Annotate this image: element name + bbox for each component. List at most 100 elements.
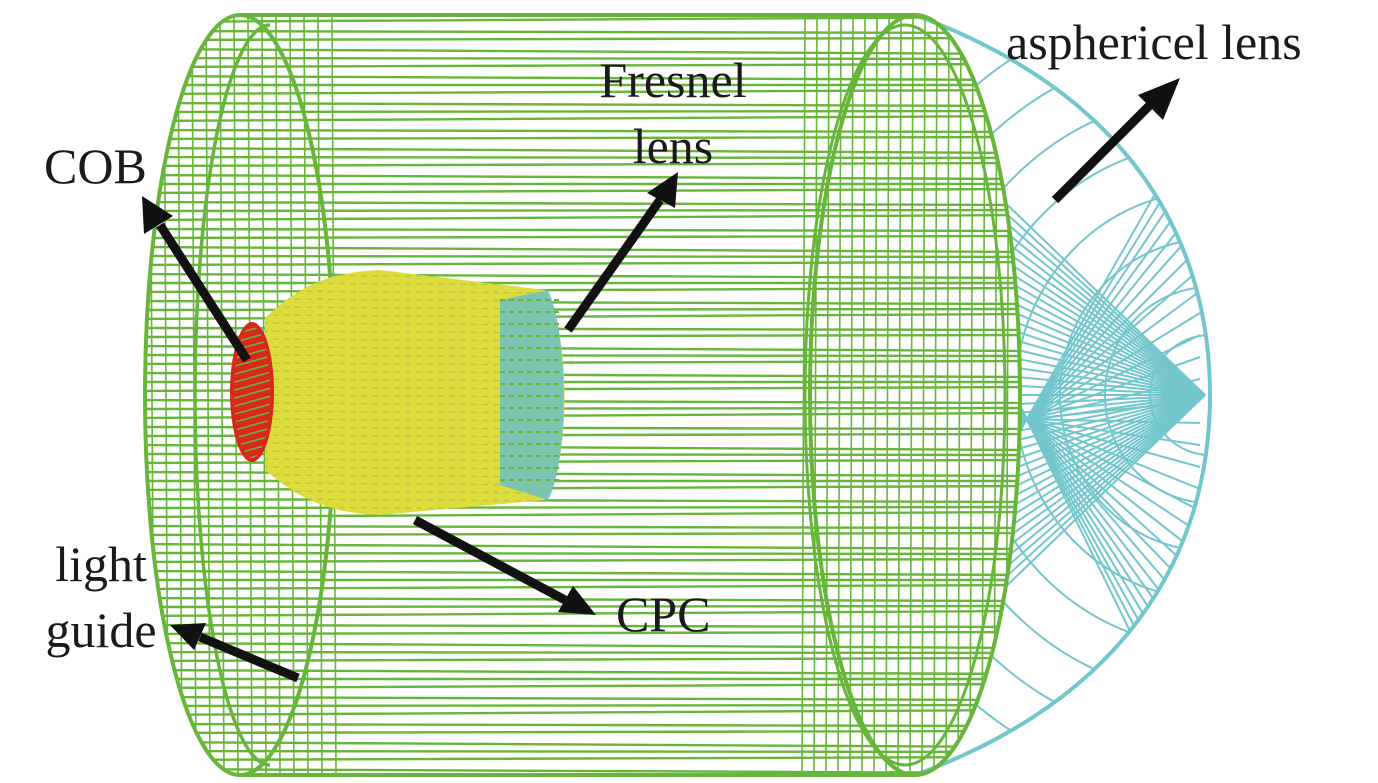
light-guide-rib	[873, 15, 878, 775]
cob-hatch-line	[234, 377, 270, 393]
light-guide-label-line2: guide	[45, 602, 157, 658]
light-guide-line	[145, 729, 1020, 735]
cob-label: COB	[44, 138, 147, 194]
light-guide-line	[145, 101, 1020, 108]
light-guide-line	[145, 128, 1020, 134]
cpc-mesh-line	[265, 338, 561, 342]
fresnel-lens	[500, 290, 564, 500]
cpc-mesh-line	[265, 498, 561, 502]
light-guide-line	[145, 114, 1020, 123]
light-guide-line	[145, 173, 1020, 181]
light-guide-rib	[957, 15, 962, 775]
light-guide-line	[145, 703, 1020, 708]
light-guide-rib	[897, 15, 902, 775]
light-guide-rib	[945, 15, 950, 775]
cpc-mesh-line	[265, 378, 561, 382]
cpc-label: CPC	[616, 586, 711, 642]
light-guide-rib	[825, 15, 830, 775]
cpc-mesh-line	[265, 354, 561, 358]
light-guide-line	[145, 623, 1020, 629]
black-arrow-icon	[170, 623, 300, 683]
aspheric-lens-ring	[1149, 334, 1210, 456]
light-guide-rib	[849, 15, 854, 775]
light-guide-rib	[177, 15, 183, 775]
light-guide-label-line1: light	[55, 536, 147, 592]
light-guide-rib	[885, 15, 890, 775]
light-guide-line	[145, 656, 1020, 663]
cpc-mesh-line	[265, 386, 561, 390]
cpc-mesh-line	[265, 474, 561, 478]
light-guide-rib	[861, 15, 866, 775]
light-guide-line	[145, 569, 1020, 577]
light-guide-line	[145, 650, 1020, 655]
light-guide-rib	[969, 15, 974, 775]
black-arrow-icon	[412, 516, 596, 615]
cpc-mesh-line	[265, 466, 561, 470]
aspheric-lens-ring	[1059, 238, 1210, 552]
light-guide-line	[145, 56, 1020, 61]
light-guide-line	[145, 630, 1020, 636]
cpc-mesh-line	[265, 418, 561, 422]
light-guide-rib	[981, 15, 986, 775]
light-guide-rib	[933, 15, 938, 775]
light-guide-line	[145, 484, 1020, 492]
cpc-mesh-line	[265, 434, 561, 438]
light-guide-line	[145, 583, 1020, 591]
light-guide-line	[145, 260, 1020, 267]
cob-hatch-line	[234, 393, 270, 409]
light-guide-line	[145, 542, 1020, 551]
aspheric-lens-label: asphericel lens	[1006, 14, 1302, 70]
light-guide-line	[145, 510, 1020, 519]
light-guide-rib	[921, 15, 926, 775]
light-guide-line	[145, 641, 1020, 650]
light-guide-line	[145, 531, 1020, 537]
light-guide-line	[145, 740, 1020, 749]
light-guide-line	[145, 161, 1020, 168]
light-guide-line	[145, 187, 1020, 195]
light-guide-line	[145, 524, 1020, 530]
cpc-mesh-line	[265, 306, 561, 310]
fresnel-lens-label-line1: Fresnel	[599, 52, 747, 108]
light-guide-line	[145, 551, 1020, 556]
light-guide-line	[145, 208, 1020, 213]
light-guide-line	[145, 682, 1020, 690]
light-guide-line	[145, 557, 1020, 564]
cob-hatch-line	[234, 385, 270, 401]
light-guide-line	[145, 767, 1020, 775]
light-guide-line	[145, 722, 1020, 728]
cpc-mesh-line	[265, 394, 561, 398]
light-guide-rib	[205, 15, 211, 775]
cpc-mesh-line	[265, 458, 561, 462]
light-guide-rib	[813, 15, 818, 775]
light-guide-line	[145, 146, 1020, 155]
light-guide-line	[145, 286, 1020, 294]
cpc-mesh-line	[265, 314, 561, 318]
light-guide-line	[145, 708, 1020, 717]
fresnel-lens-mesh	[500, 299, 560, 481]
black-arrow-icon	[1051, 78, 1180, 204]
light-guide-line	[145, 135, 1020, 141]
cpc-mesh-line	[265, 346, 561, 350]
light-guide-line	[145, 245, 1020, 254]
light-guide-line	[145, 29, 1020, 35]
light-guide-rib	[149, 15, 155, 775]
light-guide-rib	[163, 15, 169, 775]
light-guide-line	[145, 272, 1020, 280]
fresnel-lens-label-line2: lens	[632, 118, 714, 174]
light-guide-line	[145, 695, 1020, 702]
light-guide-line	[145, 74, 1020, 82]
light-guide-line	[145, 62, 1020, 69]
light-guide-line	[145, 47, 1020, 56]
light-guide-rib	[909, 15, 914, 775]
light-guide-line	[145, 755, 1020, 762]
black-arrow-icon	[142, 196, 251, 363]
light-guide-line	[145, 200, 1020, 207]
light-guide-line	[145, 109, 1020, 114]
cpc-mesh-line	[265, 426, 561, 430]
light-guide-line	[145, 227, 1020, 233]
light-guide-line	[145, 505, 1020, 510]
cpc-mesh-line	[265, 298, 561, 302]
light-guide-line	[145, 497, 1020, 504]
black-arrow-icon	[564, 172, 678, 333]
